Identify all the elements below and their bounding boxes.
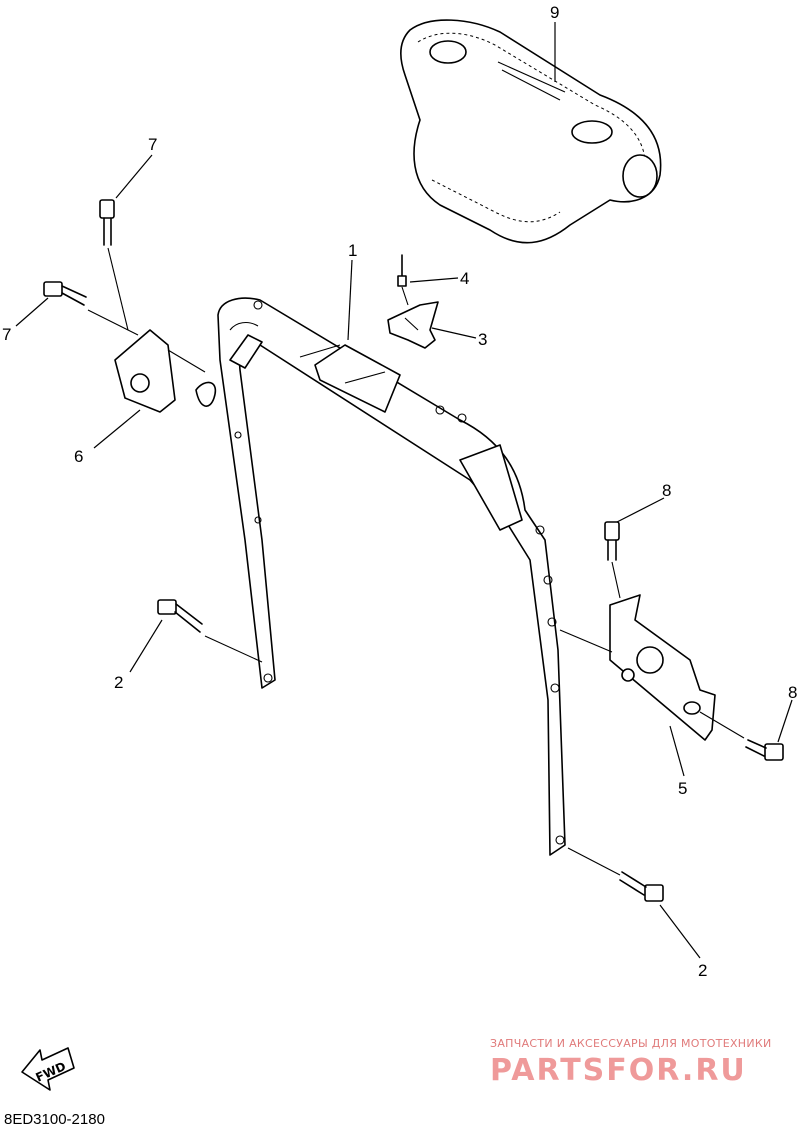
callout-7-top: 7 [148,135,157,154]
callout-5: 5 [678,779,687,798]
bolt-2-left [157,599,203,633]
bracket-clip [387,301,439,349]
callout-8-top: 8 [662,481,671,500]
leader-lines [15,22,793,959]
callout-3: 3 [478,330,487,349]
callout-6: 6 [74,447,83,466]
callout-7-left: 7 [2,325,11,344]
fwd-arrow-icon: FWD [21,1047,75,1091]
assembly-lines [87,247,745,876]
bolt-7-top [99,199,115,246]
callout-2-left: 2 [114,673,123,692]
rivet [397,254,407,287]
diagram-code: 8ED3100-2180 [4,1111,105,1128]
left-bracket [114,329,217,413]
handlebar-pad [400,19,662,244]
callout-1: 1 [348,241,357,260]
bolt-8-right [745,739,784,761]
bolt-8-top [604,521,620,561]
watermark: ЗАПЧАСТИ И АКСЕССУАРЫ ДЛЯ МОТОТЕХНИКИ PA… [490,1037,772,1088]
bolt-7-left [43,281,87,306]
callout-labels: 9 7 7 1 4 3 6 2 2 8 8 5 [2,3,797,980]
watermark-site: PARTSFOR.RU [490,1053,747,1088]
callout-4: 4 [460,269,469,288]
callout-8-right: 8 [788,683,797,702]
frame-stay [217,297,566,856]
watermark-tagline: ЗАПЧАСТИ И АКСЕССУАРЫ ДЛЯ МОТОТЕХНИКИ [490,1037,772,1050]
bolt-2-right [619,871,664,902]
callout-9: 9 [550,3,559,22]
right-bracket [609,594,716,741]
callout-2-right: 2 [698,961,707,980]
